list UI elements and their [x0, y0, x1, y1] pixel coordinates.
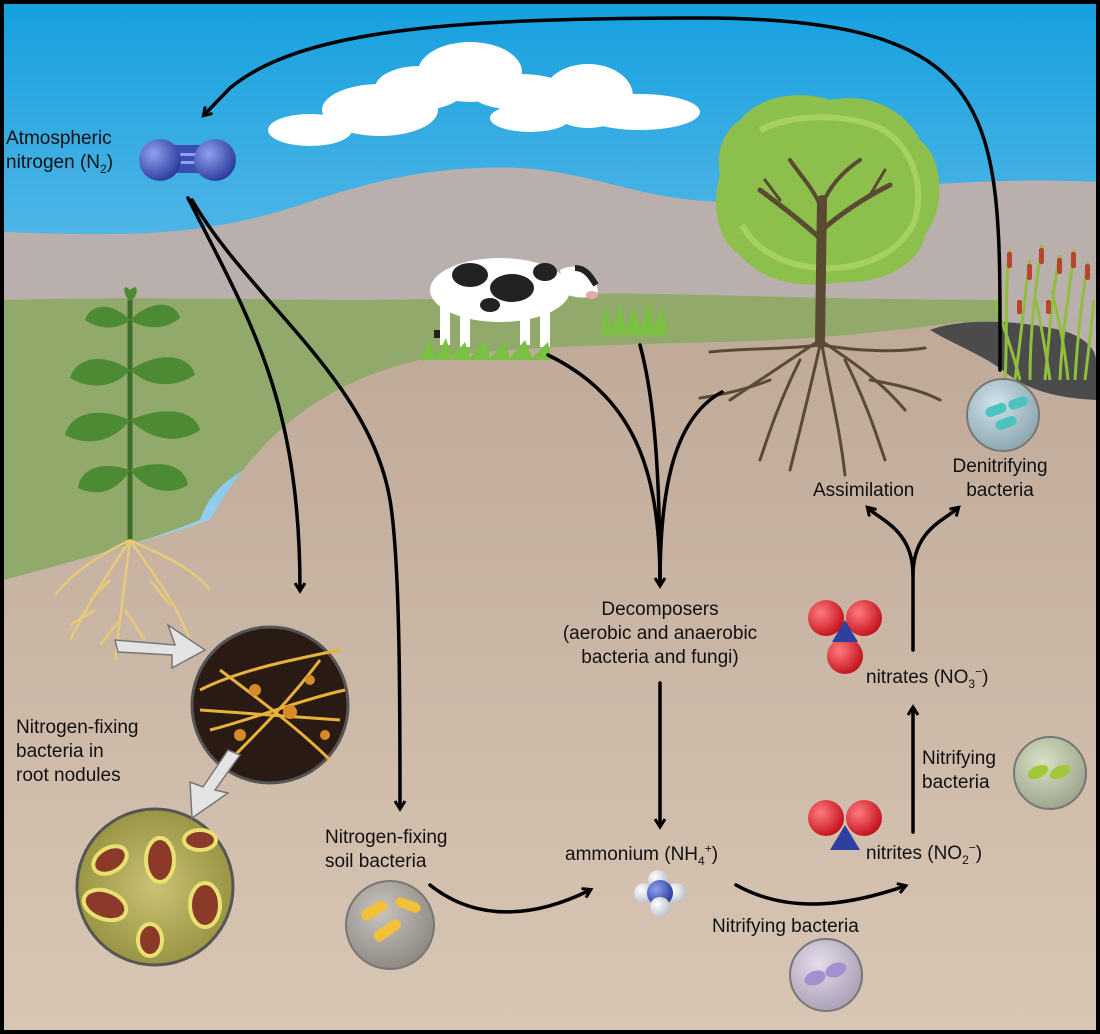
denitrifying-bacteria-icon	[966, 378, 1040, 452]
marsh-patch	[930, 321, 1096, 400]
nodules-line3: root nodules	[16, 765, 121, 786]
nitrite-molecule-icon	[808, 800, 882, 850]
bacteroid-micrograph	[75, 807, 235, 967]
tree	[698, 95, 942, 477]
soil	[4, 322, 1096, 1030]
atmospheric-line2: nitrogen (N2)	[6, 152, 114, 176]
label-atmospheric-nitrogen: Atmospheric nitrogen (N2)	[6, 127, 113, 175]
cattails	[993, 244, 1096, 381]
assimilation-text: Assimilation	[813, 480, 915, 501]
arrow-denitrification	[204, 16, 1002, 372]
grass	[420, 300, 668, 360]
nodules-line1: Nitrogen-fixing	[16, 717, 139, 738]
label-decomposers: Decomposers (aerobic and anaerobic bacte…	[532, 598, 788, 670]
zoom-arrow-root	[114, 623, 207, 670]
nitrifying-bacteria-right-icon	[1013, 736, 1087, 810]
arrow-n2-to-soil-bacteria	[190, 198, 400, 808]
label-assimilation: Assimilation	[813, 479, 914, 503]
clouds	[268, 42, 700, 146]
label-ammonium: ammonium (NH4+)	[565, 841, 719, 868]
soil-bacteria-icon	[345, 880, 435, 970]
denitrifying-line1: Denitrifying	[952, 456, 1048, 477]
atmospheric-line1: Atmospheric	[6, 128, 112, 149]
plant	[54, 287, 211, 661]
decomposers-line2: (aerobic and anaerobic	[562, 623, 758, 644]
arrow-ammonium-to-nitrites	[734, 885, 905, 906]
label-nitrifying-bottom: Nitrifying bacteria	[712, 915, 859, 939]
arrow-nitrates-to-denitrifying	[911, 508, 958, 577]
label-soil-bacteria: Nitrogen-fixing soil bacteria	[325, 826, 448, 874]
zoom-arrow-nodule	[189, 749, 242, 820]
arrow-soil-bacteria-to-ammonium	[428, 883, 590, 914]
cycle-arrows	[186, 16, 1002, 914]
soil-bacteria-line2: soil bacteria	[325, 851, 427, 872]
nitrifying-right-line1: Nitrifying	[922, 748, 996, 769]
arrow-tree-to-decomposers	[658, 390, 724, 587]
label-nitrifying-right: Nitrifying bacteria	[922, 747, 996, 795]
nitrifying-right-line2: bacteria	[922, 772, 990, 793]
nodules-line2: bacteria in	[16, 741, 104, 762]
decomposers-line3: bacteria and fungi)	[581, 647, 739, 668]
nitrifying-bottom-text: Nitrifying bacteria	[712, 916, 859, 937]
root-nodule-photo	[190, 625, 350, 785]
nitrate-molecule-icon	[808, 600, 882, 674]
ammonium-molecule-icon	[634, 870, 686, 917]
label-root-nodules: Nitrogen-fixing bacteria in root nodules	[16, 716, 139, 788]
soil-bacteria-line1: Nitrogen-fixing	[325, 827, 448, 848]
denitrifying-line2: bacteria	[966, 480, 1034, 501]
n2-molecule-icon	[139, 139, 236, 181]
label-denitrifying: Denitrifying bacteria	[944, 455, 1056, 503]
arrow-n2-to-nodules	[186, 196, 300, 590]
nitrifying-bacteria-bottom-icon	[789, 938, 863, 1012]
cow	[430, 258, 599, 347]
label-nitrites: nitrites (NO2−)	[866, 840, 983, 867]
decomposers-line1: Decomposers	[601, 599, 719, 620]
label-nitrates: nitrates (NO3−)	[866, 664, 989, 691]
